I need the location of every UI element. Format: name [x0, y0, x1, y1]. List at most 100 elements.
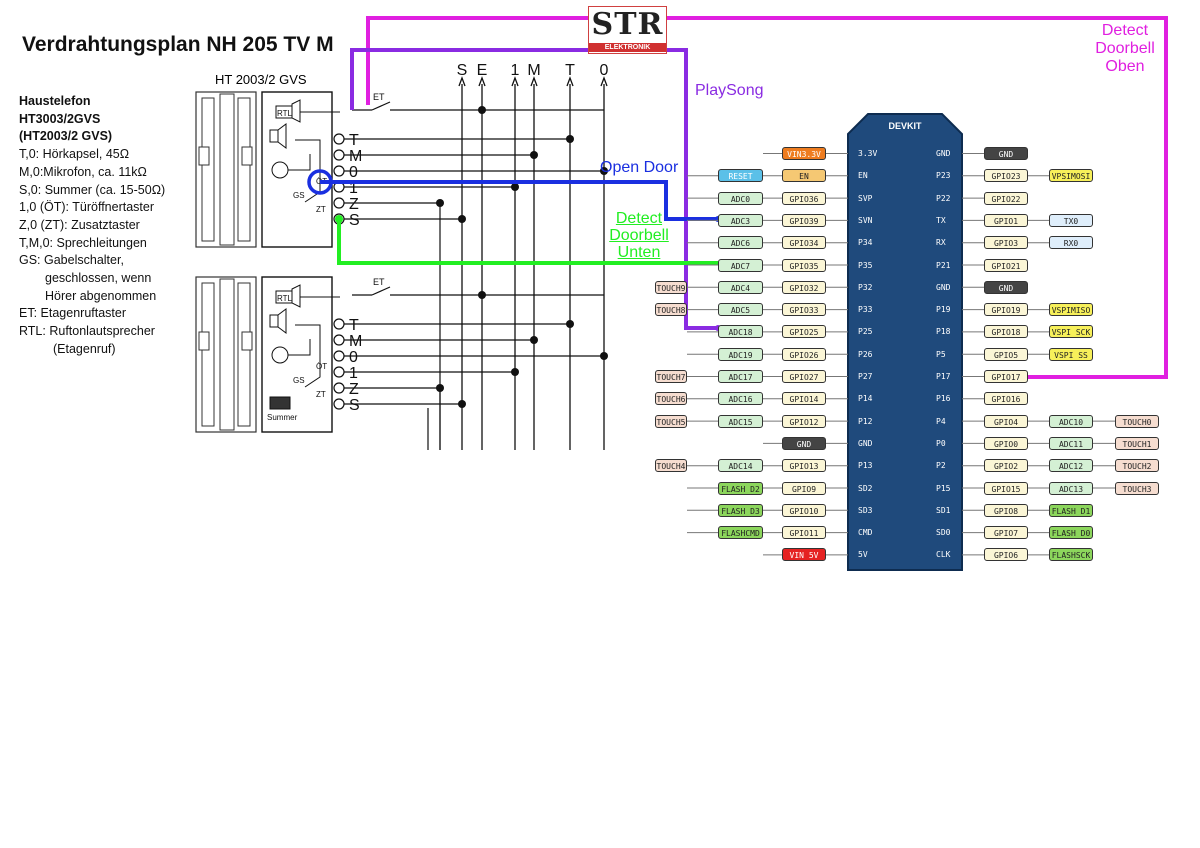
- devkit-pin-label: P12: [858, 416, 873, 426]
- key-icon: [198, 331, 210, 351]
- earpiece-icon: [269, 123, 287, 149]
- junction-dot: [478, 291, 486, 299]
- legend-line: Hörer abgenommen: [45, 288, 157, 303]
- wire: [288, 339, 311, 356]
- wire-detect-oben: [366, 16, 1168, 379]
- devkit-pin-label: P13: [858, 461, 873, 471]
- gs-label: GS: [293, 191, 305, 200]
- pin-label-vin3-3v: VIN3.3V: [782, 147, 826, 160]
- devkit-pin-label: P34: [858, 238, 873, 248]
- junction-dot: [511, 368, 519, 376]
- devkit-pin-label: P17: [936, 372, 951, 381]
- pin-label-vpsimosi: VPSIMOSI: [1049, 169, 1093, 183]
- slot-icon: [241, 146, 253, 166]
- legend-line: T,0: Hörkapsel, 45Ω: [19, 147, 130, 162]
- bus-arrow: [566, 76, 574, 87]
- pin-label-gpio10: GPIO10: [782, 503, 826, 517]
- wire-open-door: [320, 180, 718, 221]
- terminal-circle: [333, 350, 345, 362]
- pin-label-vspi-ss: VSPI SS: [1049, 347, 1093, 361]
- junction-dot: [530, 336, 538, 344]
- wire: [295, 139, 321, 203]
- terminal-circle: [333, 149, 345, 161]
- wire-endpoint: [335, 215, 343, 223]
- et-switch: [371, 286, 391, 296]
- legend-line: S,0: Summer (ca. 15-50Ω): [19, 182, 166, 197]
- pin-label-vspimiso: VSPIMISO: [1049, 303, 1093, 317]
- pin-label-touch2: TOUCH2: [1115, 459, 1159, 473]
- rtl-label: RTL: [277, 294, 293, 303]
- pin-label-adc7: ADC7: [718, 258, 763, 272]
- pin-label-adc18: ADC18: [718, 325, 763, 339]
- pin-label-gpio23: GPIO23: [984, 169, 1028, 183]
- bus-arrow: [530, 76, 538, 87]
- pin-label-tx0: TX0: [1049, 213, 1093, 227]
- pin-label-touch6: TOUCH6: [655, 392, 687, 406]
- pin-label-gpio3: GPIO3: [984, 236, 1028, 250]
- pin-label-reset: RESET: [718, 169, 763, 183]
- legend-lines: T,0: Hörkapsel, 45Ω M,0:Mikrofon, ca. 11k…: [19, 146, 165, 358]
- pin-label-gpio1: GPIO1: [984, 213, 1028, 227]
- devkit-pin-label: P2: [936, 461, 946, 471]
- devkit-pin-label: P26: [858, 349, 873, 359]
- pin-label-flashcmd: FLASHCMD: [718, 526, 763, 540]
- devkit-pin-label: SD3: [858, 505, 873, 515]
- terminal-label: 1: [349, 180, 358, 197]
- handset-rail: [201, 97, 215, 242]
- devkit-pin-label: GND: [936, 282, 951, 292]
- handset-rail: [237, 282, 251, 427]
- terminal-circle: [333, 197, 345, 209]
- detect-unten-line-2: Doorbell: [609, 227, 669, 244]
- devkit-pin-label: P0: [936, 438, 946, 448]
- pin-label-gpio27: GPIO27: [782, 370, 826, 383]
- pin-label-gnd: GND: [984, 280, 1028, 294]
- devkit-pin-label: SVP: [858, 193, 873, 203]
- junction-dot: [478, 106, 486, 114]
- junction-dot: [600, 352, 608, 360]
- devkit-pin-label: P4: [936, 416, 946, 426]
- devkit-pin-label: SD0: [936, 528, 951, 538]
- devkit-pin-label: P15: [936, 483, 951, 493]
- annotation-detect-unten: Detect Doorbell Unten: [604, 210, 674, 261]
- pin-label-gnd: GND: [984, 147, 1028, 160]
- devkit-pin-label: P21: [936, 260, 951, 270]
- terminal-label: 1: [349, 365, 358, 382]
- devkit-pin-label: 3.3V: [858, 149, 878, 158]
- pin-label-touch7: TOUCH7: [655, 370, 687, 383]
- pin-label-gpio36: GPIO36: [782, 191, 826, 205]
- pin-label-gpio34: GPIO34: [782, 236, 826, 250]
- pin-label-gpio4: GPIO4: [984, 414, 1028, 428]
- devkit-pin-label: P22: [936, 193, 951, 203]
- pin-label-gpio11: GPIO11: [782, 526, 826, 540]
- pin-label-adc6: ADC6: [718, 236, 763, 250]
- pin-label-gpio35: GPIO35: [782, 258, 826, 272]
- pin-label-gpio39: GPIO39: [782, 213, 826, 227]
- pin-label-gpio15: GPIO15: [984, 481, 1028, 495]
- devkit-pin-label: EN: [858, 171, 868, 181]
- devkit-title: DEVKIT: [888, 121, 922, 131]
- terminal-label: T: [349, 132, 359, 149]
- pin-label-gpio25: GPIO25: [782, 325, 826, 339]
- terminal-label: 0: [349, 164, 358, 181]
- bus-label: 0: [600, 62, 609, 79]
- pin-label-gnd: GND: [782, 436, 826, 450]
- pin-label-flash-d1: FLASH D1: [1049, 503, 1093, 517]
- devkit-pin-label: CLK: [936, 550, 951, 560]
- pin-label-adc0: ADC0: [718, 191, 763, 205]
- devkit-pin-label: P14: [858, 394, 873, 404]
- pin-label-gpio19: GPIO19: [984, 303, 1028, 317]
- terminal-label: 0: [349, 349, 358, 366]
- detect-unten-line-1: Detect: [615, 210, 663, 227]
- devkit-pin-label: SVN: [858, 215, 873, 225]
- wire: [295, 324, 321, 388]
- speaker-icon: [291, 284, 301, 308]
- pin-label-adc13: ADC13: [1049, 481, 1093, 495]
- legend-line: M,0:Mikrofon, ca. 11kΩ: [19, 164, 147, 179]
- devkit-pin-label: GND: [858, 438, 873, 448]
- terminal-label: Z: [349, 196, 359, 213]
- open-door-marker: [307, 169, 333, 195]
- pin-label-gpio8: GPIO8: [984, 503, 1028, 517]
- pin-label-gpio26: GPIO26: [782, 347, 826, 361]
